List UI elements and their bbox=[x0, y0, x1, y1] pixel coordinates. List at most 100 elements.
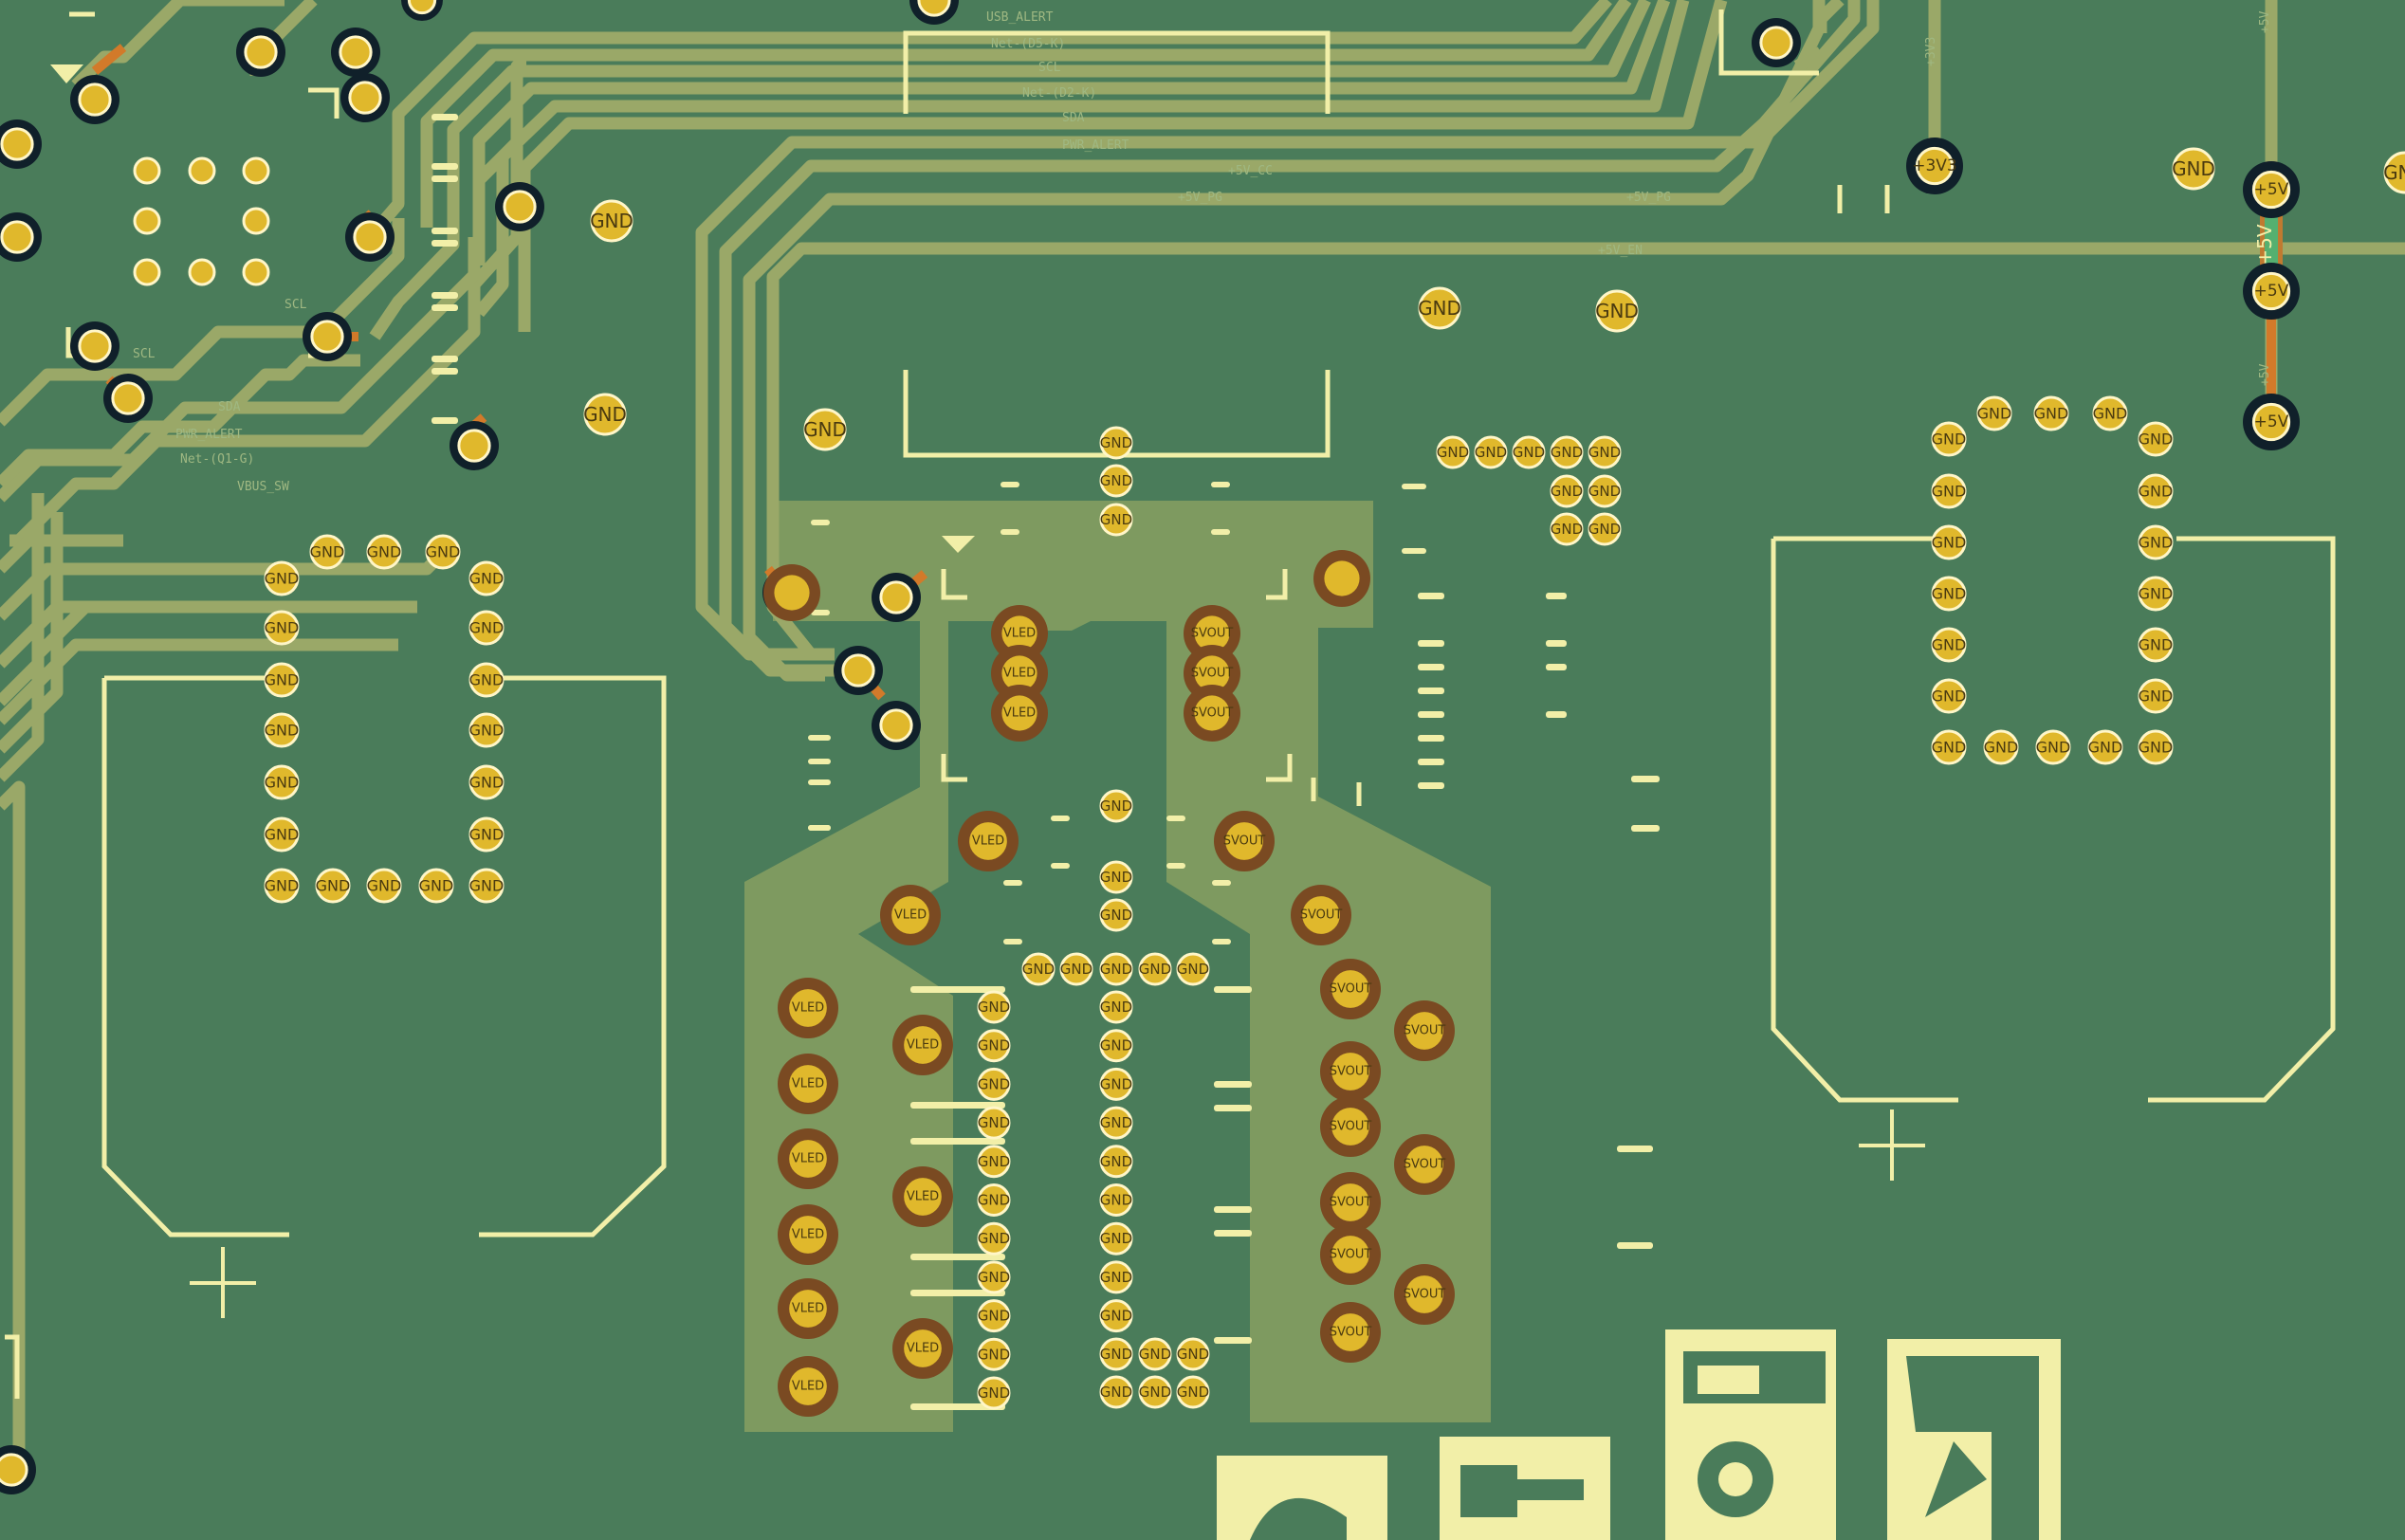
svg-text:GND: GND bbox=[1437, 444, 1469, 461]
svg-text:GND: GND bbox=[1551, 444, 1583, 461]
svg-text:GND: GND bbox=[1100, 1384, 1132, 1401]
pad bbox=[133, 207, 161, 235]
via bbox=[0, 212, 42, 262]
gnd-pad: GND bbox=[1550, 435, 1584, 469]
gnd-pad: GND bbox=[1176, 952, 1210, 986]
svg-text:GND: GND bbox=[978, 1230, 1010, 1247]
gnd-pad: GND bbox=[1550, 474, 1584, 508]
svg-text:VLED: VLED bbox=[792, 1302, 824, 1316]
svg-text:GND: GND bbox=[469, 619, 505, 637]
gnd-pad: GND bbox=[264, 662, 300, 698]
via bbox=[70, 75, 119, 124]
net-label-scl-3: SCL bbox=[285, 298, 307, 312]
net-labels: USB_ALERT Net-(D5-K) SCL Net-(D2-K) SDA … bbox=[133, 10, 2272, 494]
gnd-pad: GND bbox=[418, 868, 454, 904]
vled-pad: VLED bbox=[958, 811, 1019, 871]
gnd-pad: GND bbox=[1099, 426, 1133, 460]
svg-text:GND: GND bbox=[1513, 444, 1545, 461]
svg-text:GND: GND bbox=[2088, 739, 2123, 757]
net-label-5v-vertical: +5V bbox=[2258, 10, 2272, 33]
svg-text:GND: GND bbox=[1100, 1230, 1132, 1247]
gnd-pad: GND bbox=[1436, 435, 1470, 469]
svg-text:GND: GND bbox=[1177, 1346, 1209, 1363]
svout-pad: SVOUT bbox=[1184, 645, 1240, 702]
gnd-pad: GND bbox=[264, 610, 300, 646]
svg-text:GND: GND bbox=[1100, 1075, 1132, 1092]
svg-text:GND: GND bbox=[1060, 961, 1092, 978]
gnd-pad: GND bbox=[1418, 286, 1461, 330]
smd-pads bbox=[431, 114, 1660, 1410]
svout-pad: SVOUT bbox=[1214, 811, 1275, 871]
net-label-net-q1: Net-(Q1-G) bbox=[180, 452, 254, 467]
svg-text:GND: GND bbox=[1100, 961, 1132, 978]
gnd-pad: GND bbox=[1176, 1337, 1210, 1371]
gnd-pad: GND bbox=[1138, 1375, 1172, 1409]
svg-text:GND: GND bbox=[978, 1269, 1010, 1286]
svg-text:VLED: VLED bbox=[792, 1380, 824, 1394]
gnd-pad: GND bbox=[977, 1106, 1011, 1140]
gnd-pad: GND bbox=[1099, 1106, 1133, 1140]
gnd-pad: GND bbox=[2138, 627, 2174, 663]
svout-pad: SVOUT bbox=[1394, 1134, 1455, 1195]
svg-text:VLED: VLED bbox=[1003, 667, 1036, 681]
gnd-pad: GND bbox=[1588, 512, 1622, 546]
gnd-pad: GND bbox=[1931, 576, 1967, 612]
via bbox=[236, 28, 285, 77]
gnd-pad: GND bbox=[1059, 952, 1093, 986]
gnd-pad: GND bbox=[366, 868, 402, 904]
svg-text:+5V: +5V bbox=[2254, 282, 2289, 301]
via bbox=[70, 321, 119, 371]
svout-pad: SVOUT bbox=[1184, 605, 1240, 662]
svg-text:GND: GND bbox=[1100, 798, 1132, 815]
silk-refdes-cutouts bbox=[1250, 1351, 2039, 1540]
gnd-pad: GND bbox=[1588, 435, 1622, 469]
svout-pad: SVOUT bbox=[1320, 1224, 1381, 1285]
gnd-pad: GND bbox=[366, 534, 402, 570]
svg-text:GND: GND bbox=[978, 1384, 1010, 1402]
svg-text:GND: GND bbox=[1100, 472, 1132, 489]
svg-text:GND: GND bbox=[265, 722, 300, 740]
svg-text:GND: GND bbox=[316, 877, 351, 895]
gnd-pad: GND bbox=[1976, 395, 2012, 431]
svg-text:GND: GND bbox=[469, 671, 505, 689]
gnd-pad: GND bbox=[1099, 1299, 1133, 1333]
svg-text:VLED: VLED bbox=[792, 1228, 824, 1242]
svg-text:GND: GND bbox=[265, 826, 300, 844]
svout-pad: SVOUT bbox=[1320, 1172, 1381, 1233]
svg-text:GND: GND bbox=[2036, 739, 2071, 757]
gnd-pad: GND bbox=[2172, 147, 2215, 191]
svg-text:GND: GND bbox=[1100, 434, 1132, 451]
svg-text:GND: GND bbox=[2139, 739, 2174, 757]
svg-text:GND: GND bbox=[1588, 444, 1621, 461]
gnd-pad: GND bbox=[264, 560, 300, 596]
vled-pad: VLED bbox=[892, 1318, 953, 1379]
gnd-pad: GND bbox=[1099, 952, 1133, 986]
svg-text:GND: GND bbox=[1932, 636, 1967, 654]
pad bbox=[133, 258, 161, 286]
svg-text:GND: GND bbox=[1100, 1037, 1132, 1054]
vled-pad: VLED bbox=[892, 1166, 953, 1227]
gnd-pad: GND bbox=[2138, 678, 2174, 714]
svg-text:SVOUT: SVOUT bbox=[1404, 1158, 1446, 1172]
net-label-sda: SDA bbox=[1062, 111, 1085, 125]
svg-text:GND: GND bbox=[265, 774, 300, 792]
copper-pad bbox=[763, 564, 820, 621]
via bbox=[0, 119, 42, 169]
gnd-pad: GND bbox=[264, 868, 300, 904]
gnd-pad: GND bbox=[264, 764, 300, 800]
silkscreen bbox=[5, 9, 2336, 1399]
svg-text:GND: GND bbox=[426, 543, 461, 561]
svg-text:VLED: VLED bbox=[894, 908, 927, 923]
svg-text:VLED: VLED bbox=[1003, 706, 1036, 721]
pad bbox=[188, 156, 216, 185]
svg-text:GND: GND bbox=[265, 877, 300, 895]
vled-pad: VLED bbox=[778, 1054, 838, 1114]
gnd-pad: GND bbox=[2092, 395, 2128, 431]
via bbox=[450, 421, 499, 470]
gnd-pad: GND bbox=[315, 868, 351, 904]
gnd-pad: GND bbox=[1099, 464, 1133, 498]
svg-text:VLED: VLED bbox=[907, 1190, 939, 1204]
pads-layer: +3V3+5V+5V+5VGNDGNDGNDGNDGNDGNDGNDGNDGND… bbox=[0, 0, 2405, 1494]
via bbox=[1752, 18, 1801, 67]
